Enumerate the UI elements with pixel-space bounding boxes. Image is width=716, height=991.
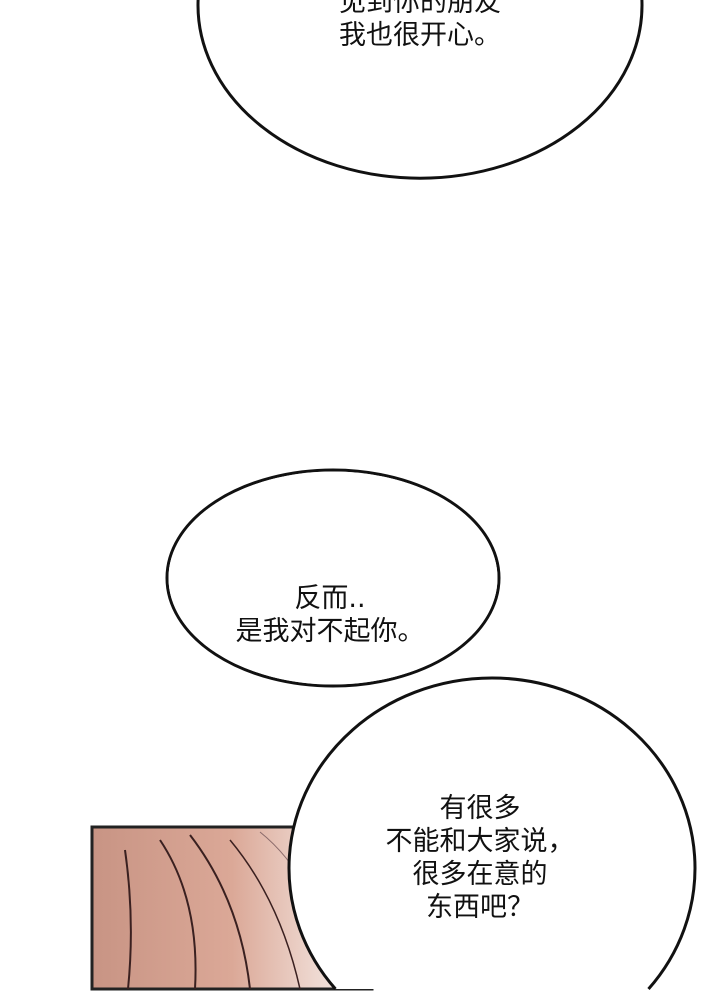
- speech-line: 东西吧？: [426, 892, 534, 923]
- speech-line: 很多在意的: [412, 859, 548, 890]
- speech-line: 不能和大家说，: [385, 826, 575, 857]
- speech-line: 见到你的朋友: [339, 0, 501, 18]
- speech-text-2: 反而.. 是我对不起你。: [200, 582, 460, 648]
- speech-line: 有很多: [439, 793, 521, 824]
- speech-text-3: 有很多 不能和大家说， 很多在意的 东西吧？: [360, 792, 600, 924]
- speech-bubble-top: [196, 0, 644, 180]
- speech-text-1: 见到你的朋友 我也很开心。: [300, 0, 540, 52]
- speech-bubble-merged: [165, 468, 697, 990]
- speech-line: 反而..: [294, 583, 366, 614]
- speech-line: 是我对不起你。: [235, 616, 425, 647]
- speech-line: 我也很开心。: [339, 20, 501, 51]
